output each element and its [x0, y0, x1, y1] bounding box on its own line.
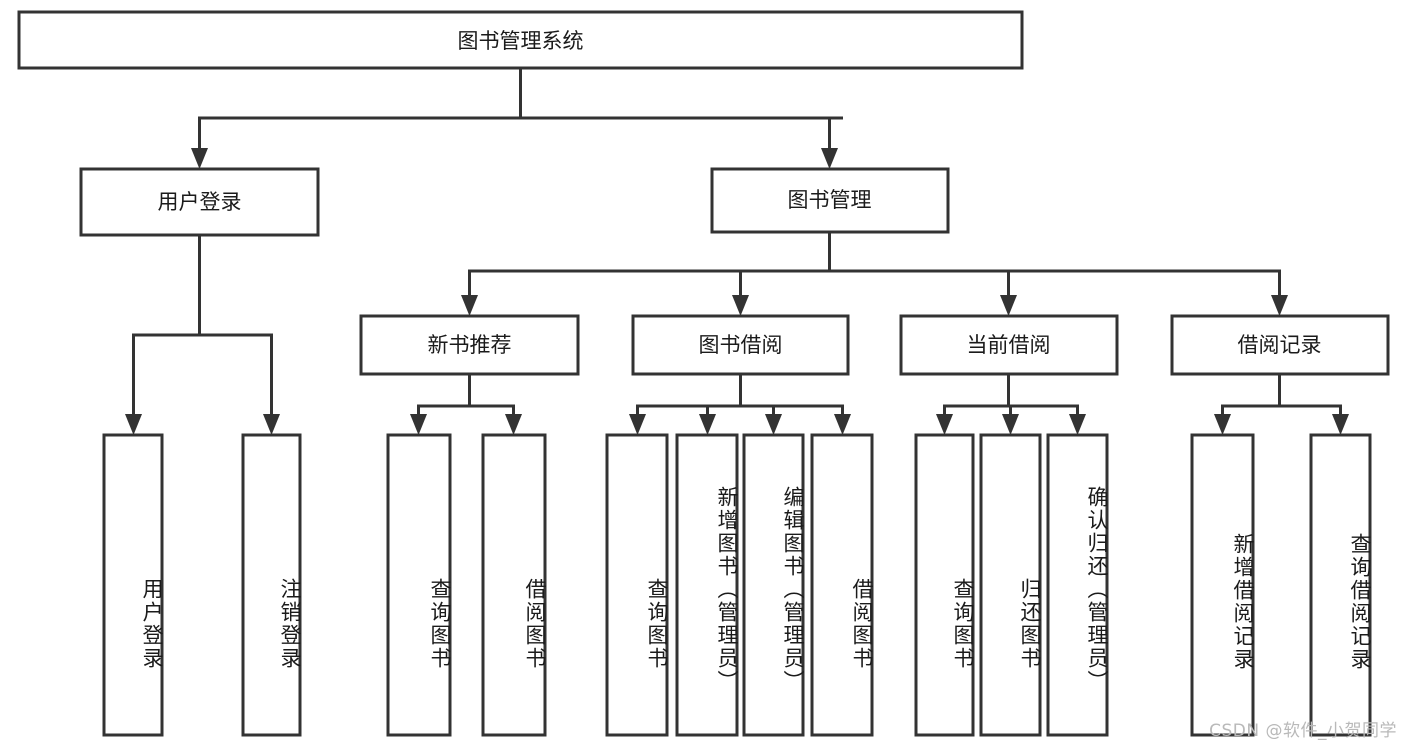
node-new-book-recommend[interactable]: 新书推荐	[359, 314, 580, 376]
arrow-leaf-query-book-3	[936, 414, 953, 435]
node-new-book-recommend-rect[interactable]	[359, 314, 580, 376]
node-leaf-return-book-rect[interactable]	[979, 433, 1042, 737]
arrow-leaf-logout	[263, 414, 280, 435]
arrow-book-manage	[821, 148, 838, 169]
arrow-leaf-edit-book	[765, 414, 782, 435]
node-root-rect[interactable]	[17, 10, 1024, 70]
arrow-borrow-record	[1271, 295, 1288, 316]
arrow-book-borrow	[732, 295, 749, 316]
node-user-login[interactable]: 用户登录	[79, 167, 320, 237]
node-borrow-record-label: 借阅记录	[1238, 333, 1322, 357]
node-leaf-confirm-return-rect[interactable]	[1046, 433, 1109, 737]
node-leaf-add-record-rect[interactable]	[1190, 433, 1255, 737]
node-book-borrow-label: 图书借阅	[699, 333, 783, 357]
node-borrow-record[interactable]: 借阅记录	[1170, 314, 1390, 376]
node-leaf-add-book-rect[interactable]	[675, 433, 739, 737]
arrow-leaf-query-record	[1332, 414, 1349, 435]
node-leaf-borrow-book-1-rect[interactable]	[481, 433, 547, 737]
node-book-manage-label: 图书管理	[788, 188, 872, 212]
leaf-layer	[102, 433, 1372, 737]
arrow-leaf-borrow-book-2	[834, 414, 851, 435]
arrow-leaf-return-book	[1002, 414, 1019, 435]
node-borrow-record-rect[interactable]	[1170, 314, 1390, 376]
node-current-borrow-label: 当前借阅	[967, 333, 1051, 357]
arrow-user-login	[191, 148, 208, 169]
arrow-new-book-recommend	[461, 295, 478, 316]
node-book-borrow-rect[interactable]	[631, 314, 850, 376]
node-user-login-rect[interactable]	[79, 167, 320, 237]
node-leaf-query-book-1-rect[interactable]	[386, 433, 452, 737]
node-current-borrow[interactable]: 当前借阅	[899, 314, 1119, 376]
arrow-leaf-user-login	[125, 414, 142, 435]
node-leaf-user-login-rect[interactable]	[102, 433, 164, 737]
node-user-login-label: 用户登录	[158, 190, 242, 214]
arrow-leaf-query-book-1	[410, 414, 427, 435]
arrow-current-borrow	[1000, 295, 1017, 316]
node-leaf-query-record-rect[interactable]	[1309, 433, 1372, 737]
arrow-leaf-add-book	[699, 414, 716, 435]
node-current-borrow-rect[interactable]	[899, 314, 1119, 376]
node-leaf-borrow-book-2-rect[interactable]	[810, 433, 874, 737]
node-new-book-recommend-label: 新书推荐	[428, 333, 512, 357]
node-root[interactable]: 图书管理系统	[17, 10, 1024, 70]
watermark-text: CSDN @软件_小贺同学	[1209, 721, 1397, 741]
connector-layer	[125, 66, 1349, 435]
arrow-leaf-add-record	[1214, 414, 1231, 435]
node-book-manage[interactable]: 图书管理	[710, 167, 950, 234]
node-leaf-query-book-2-rect[interactable]	[605, 433, 669, 737]
node-book-manage-rect[interactable]	[710, 167, 950, 234]
arrow-leaf-query-book-2	[629, 414, 646, 435]
arrow-leaf-confirm-return	[1069, 414, 1086, 435]
arrow-leaf-borrow-book-1	[505, 414, 522, 435]
node-root-label: 图书管理系统	[458, 29, 584, 53]
node-leaf-edit-book-rect[interactable]	[742, 433, 805, 737]
node-leaf-logout-rect[interactable]	[241, 433, 302, 737]
node-leaf-query-book-3-rect[interactable]	[914, 433, 975, 737]
node-book-borrow[interactable]: 图书借阅	[631, 314, 850, 376]
